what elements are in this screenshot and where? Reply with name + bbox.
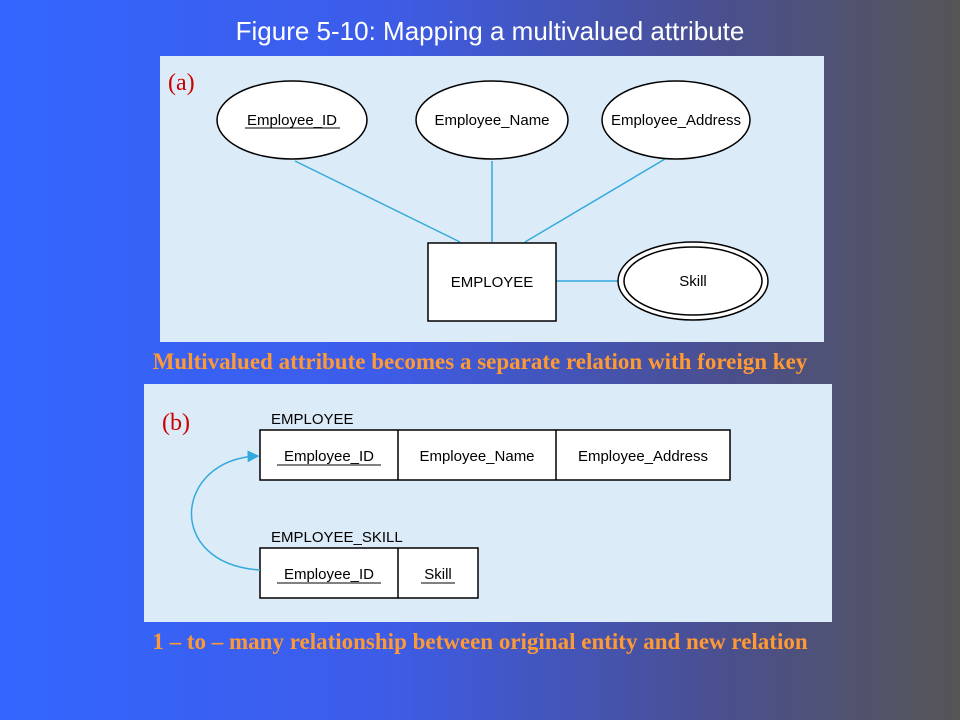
employee-column-employee-id: Employee_ID (284, 448, 374, 465)
foreign-key-arrow (190, 450, 261, 571)
relational-schema-panel: (b) EMPLOYEE Employee_ID Employee_Name E… (144, 384, 832, 622)
relational-schema: EMPLOYEE Employee_ID Employee_Name Emplo… (190, 411, 731, 599)
connector-employee-id (294, 160, 461, 243)
er-diagram-panel: (a) Employee_ID Employee_Name Employee_A… (160, 56, 824, 342)
multivalued-attribute-skill: Skill (617, 241, 769, 321)
entity-employee: EMPLOYEE (427, 242, 557, 322)
attribute-employee-name-label: Employee_Name (434, 112, 549, 129)
connector-employee-address (524, 158, 666, 243)
er-diagram: Employee_ID Employee_Name Employee_Addre… (216, 80, 769, 322)
attribute-skill-label: Skill (679, 273, 707, 290)
caption-multivalued: Multivalued attribute becomes a separate… (152, 349, 808, 374)
caption-relationship: 1 – to – many relationship between origi… (152, 629, 808, 654)
relation-employee-name: EMPLOYEE (271, 411, 354, 428)
employee-column-employee-address: Employee_Address (578, 448, 708, 465)
panel-b-label: (b) (162, 410, 190, 436)
relation-employee-skill-name: EMPLOYEE_SKILL (271, 529, 403, 546)
relation-employee-skill-table: Employee_ID Skill (259, 547, 479, 599)
attribute-employee-id: Employee_ID (216, 80, 368, 160)
attribute-employee-address: Employee_Address (601, 80, 751, 160)
attribute-employee-id-label: Employee_ID (247, 112, 337, 129)
employee-column-employee-name: Employee_Name (419, 448, 534, 465)
figure-title: Figure 5-10: Mapping a multivalued attri… (235, 16, 745, 46)
panel-a-label: (a) (168, 70, 195, 96)
attribute-employee-name: Employee_Name (415, 80, 569, 160)
employee-skill-column-employee-id: Employee_ID (284, 566, 374, 583)
relation-employee-table: Employee_ID Employee_Name Employee_Addre… (259, 429, 731, 481)
employee-skill-column-skill: Skill (424, 566, 452, 583)
attribute-employee-address-label: Employee_Address (611, 112, 741, 129)
entity-employee-label: EMPLOYEE (451, 274, 534, 291)
